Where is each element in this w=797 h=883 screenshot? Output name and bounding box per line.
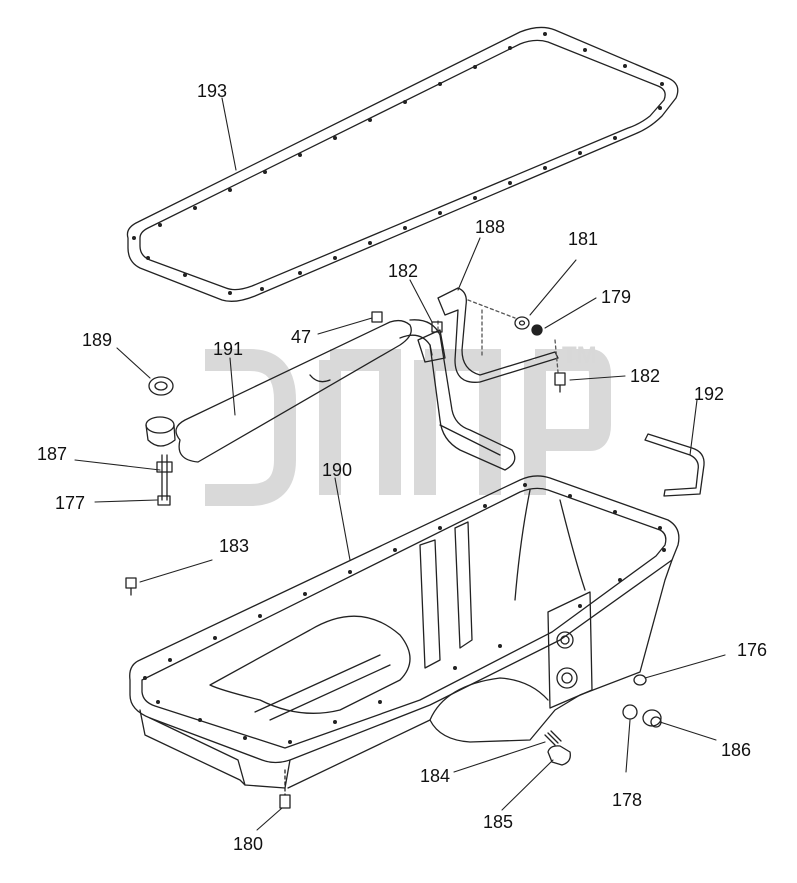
plug-185 bbox=[547, 745, 571, 766]
part-label-180: 180 bbox=[233, 834, 264, 854]
part-label-177: 177 bbox=[55, 493, 86, 513]
part-label-187: 187 bbox=[37, 444, 68, 464]
bolt-182b bbox=[554, 372, 566, 393]
plug-176 bbox=[633, 674, 647, 686]
part-label-189: 189 bbox=[82, 330, 113, 350]
washer-181 bbox=[514, 316, 530, 330]
oring-178 bbox=[622, 704, 638, 720]
part-label-184: 184 bbox=[420, 766, 451, 786]
spring-184 bbox=[544, 730, 562, 746]
watermark-tm: TM bbox=[562, 342, 597, 369]
part-label-183: 183 bbox=[219, 536, 250, 556]
bracket-188 bbox=[417, 287, 559, 383]
watermark-letter-4 bbox=[524, 349, 611, 495]
part-label-186: 186 bbox=[721, 740, 752, 760]
part-label-179: 179 bbox=[601, 287, 632, 307]
gasket-189 bbox=[148, 376, 174, 396]
part-label-188: 188 bbox=[475, 217, 506, 237]
part-label-192: 192 bbox=[694, 384, 725, 404]
oil-pan-190 bbox=[129, 475, 680, 789]
bolt-47 bbox=[371, 311, 383, 323]
gasket-193 bbox=[126, 26, 679, 302]
bolt-180 bbox=[279, 769, 291, 809]
part-label-181: 181 bbox=[568, 229, 599, 249]
leader-lines bbox=[74, 97, 726, 831]
nut-179 bbox=[531, 324, 543, 336]
suction-pipe-191 bbox=[145, 319, 516, 506]
part-label-191: 191 bbox=[213, 339, 244, 359]
plug-186 bbox=[642, 709, 662, 728]
part-label-190: 190 bbox=[322, 460, 353, 480]
part-label-182b: 182 bbox=[630, 366, 661, 386]
bolt-183 bbox=[125, 577, 137, 596]
part-label-47: 47 bbox=[291, 327, 312, 347]
part-label-182: 182 bbox=[388, 261, 419, 281]
watermark-letter-1 bbox=[205, 349, 296, 506]
watermark-letter-2 bbox=[319, 349, 401, 495]
part-label-193: 193 bbox=[197, 81, 228, 101]
bolt-182a bbox=[431, 321, 443, 333]
part-label-176: 176 bbox=[737, 640, 768, 660]
part-label-185: 185 bbox=[483, 812, 514, 832]
part-label-178: 178 bbox=[612, 790, 643, 810]
bracket-192 bbox=[644, 433, 705, 497]
